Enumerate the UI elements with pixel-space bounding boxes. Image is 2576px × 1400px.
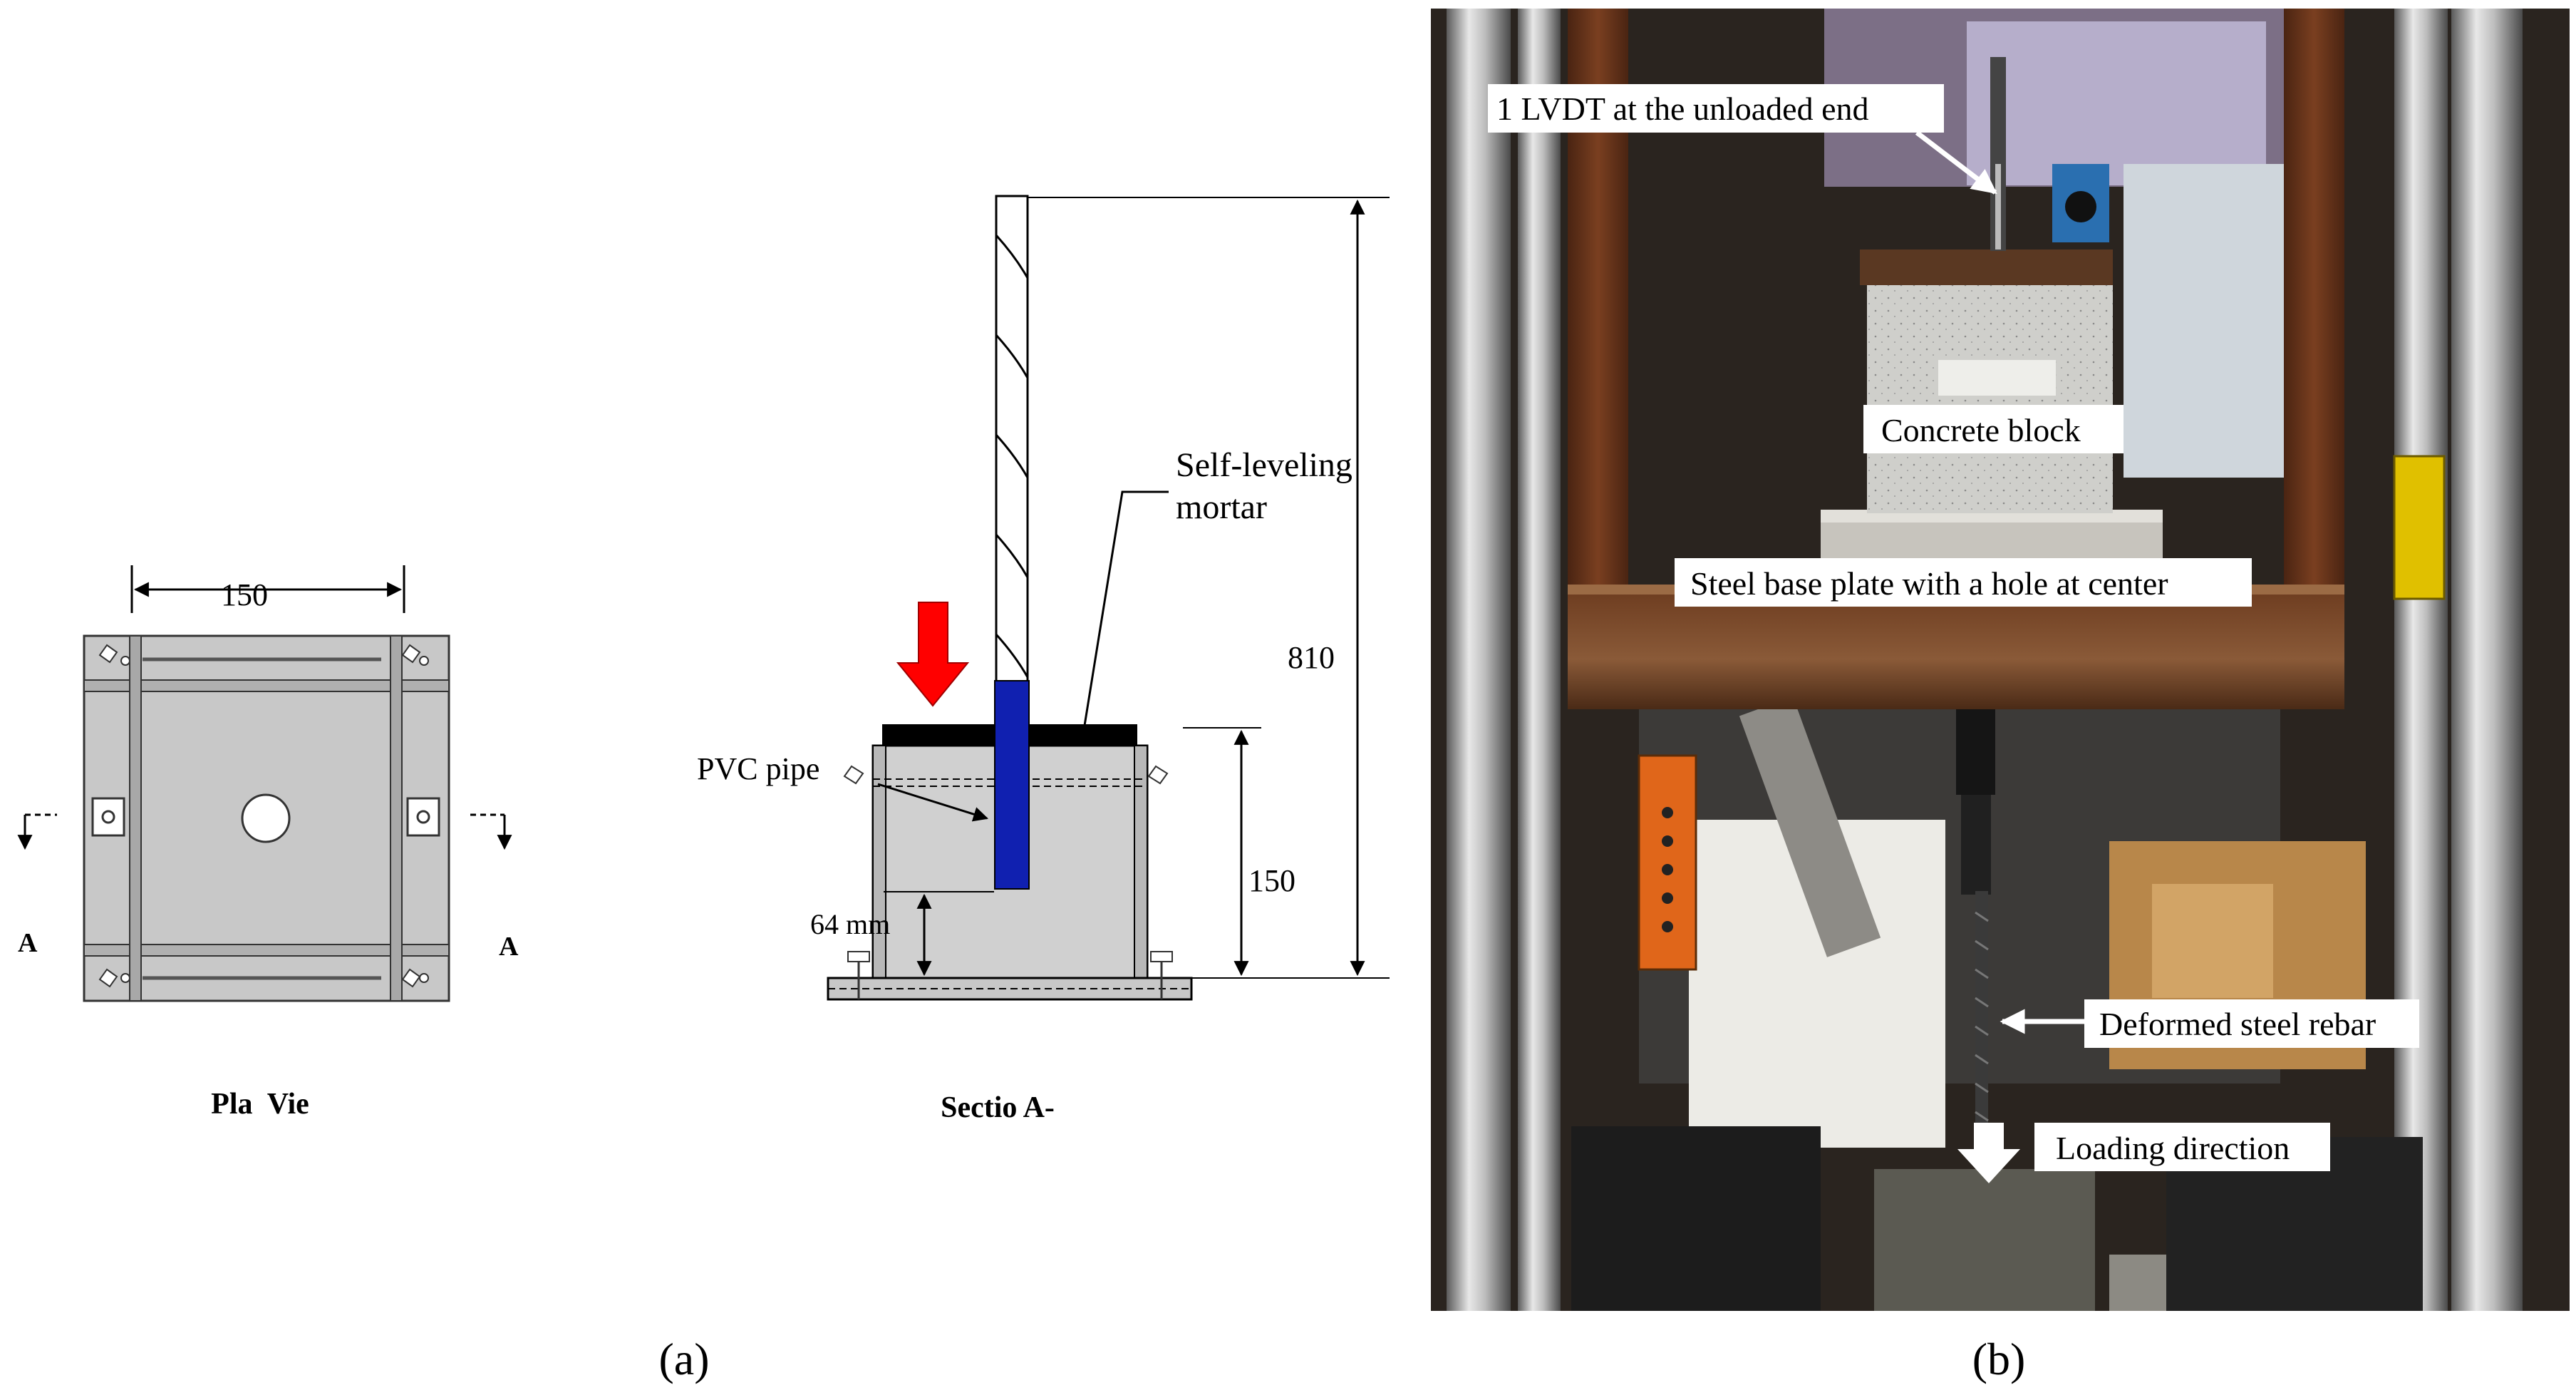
plan-view-caption: Pla Vie [211, 1088, 309, 1121]
label-concrete-block: Concrete block [1881, 412, 2081, 448]
loading-arrow-icon [1957, 1123, 2020, 1183]
dimension-64mm: 64 mm [810, 908, 890, 940]
section-view-caption: Sectio A- [941, 1091, 1055, 1124]
plan-clamp-right [406, 797, 440, 837]
load-arrow-icon [896, 602, 970, 707]
panel-a-caption: (a) [658, 1334, 709, 1384]
rebar-photo [1975, 891, 1988, 1190]
mortar-label-line2: mortar [1176, 488, 1267, 526]
dimension-150-block: 150 [1248, 863, 1295, 898]
plan-dimension-label: 150 [221, 577, 268, 612]
label-steel-plate: Steel base plate with a hole at center [1690, 565, 2168, 602]
dimension-810: 810 [1288, 640, 1335, 675]
plan-view: 150 A A Pla Vie [17, 565, 519, 1121]
section-mark-left: A [18, 928, 38, 958]
label-lvdt: 1 LVDT at the unloaded end [1496, 91, 1869, 127]
section-mark-right: A [499, 932, 519, 962]
pvc-label: PVC pipe [697, 751, 819, 786]
label-rebar: Deformed steel rebar [2099, 1006, 2376, 1042]
plan-clamp-left [91, 797, 125, 837]
pvc-pipe [994, 680, 1030, 890]
section-view: Self-leveling mortar PVC pipe 810 150 64… [697, 195, 1390, 1124]
label-loading-direction: Loading direction [2056, 1130, 2290, 1166]
mortar-label-line1: Self-leveling [1176, 446, 1352, 484]
panel-b-caption: (b) [1972, 1334, 2026, 1384]
plan-center-hole [241, 793, 291, 843]
test-setup-photo: 1 LVDT at the unloaded end Concrete bloc… [1431, 9, 2570, 1311]
